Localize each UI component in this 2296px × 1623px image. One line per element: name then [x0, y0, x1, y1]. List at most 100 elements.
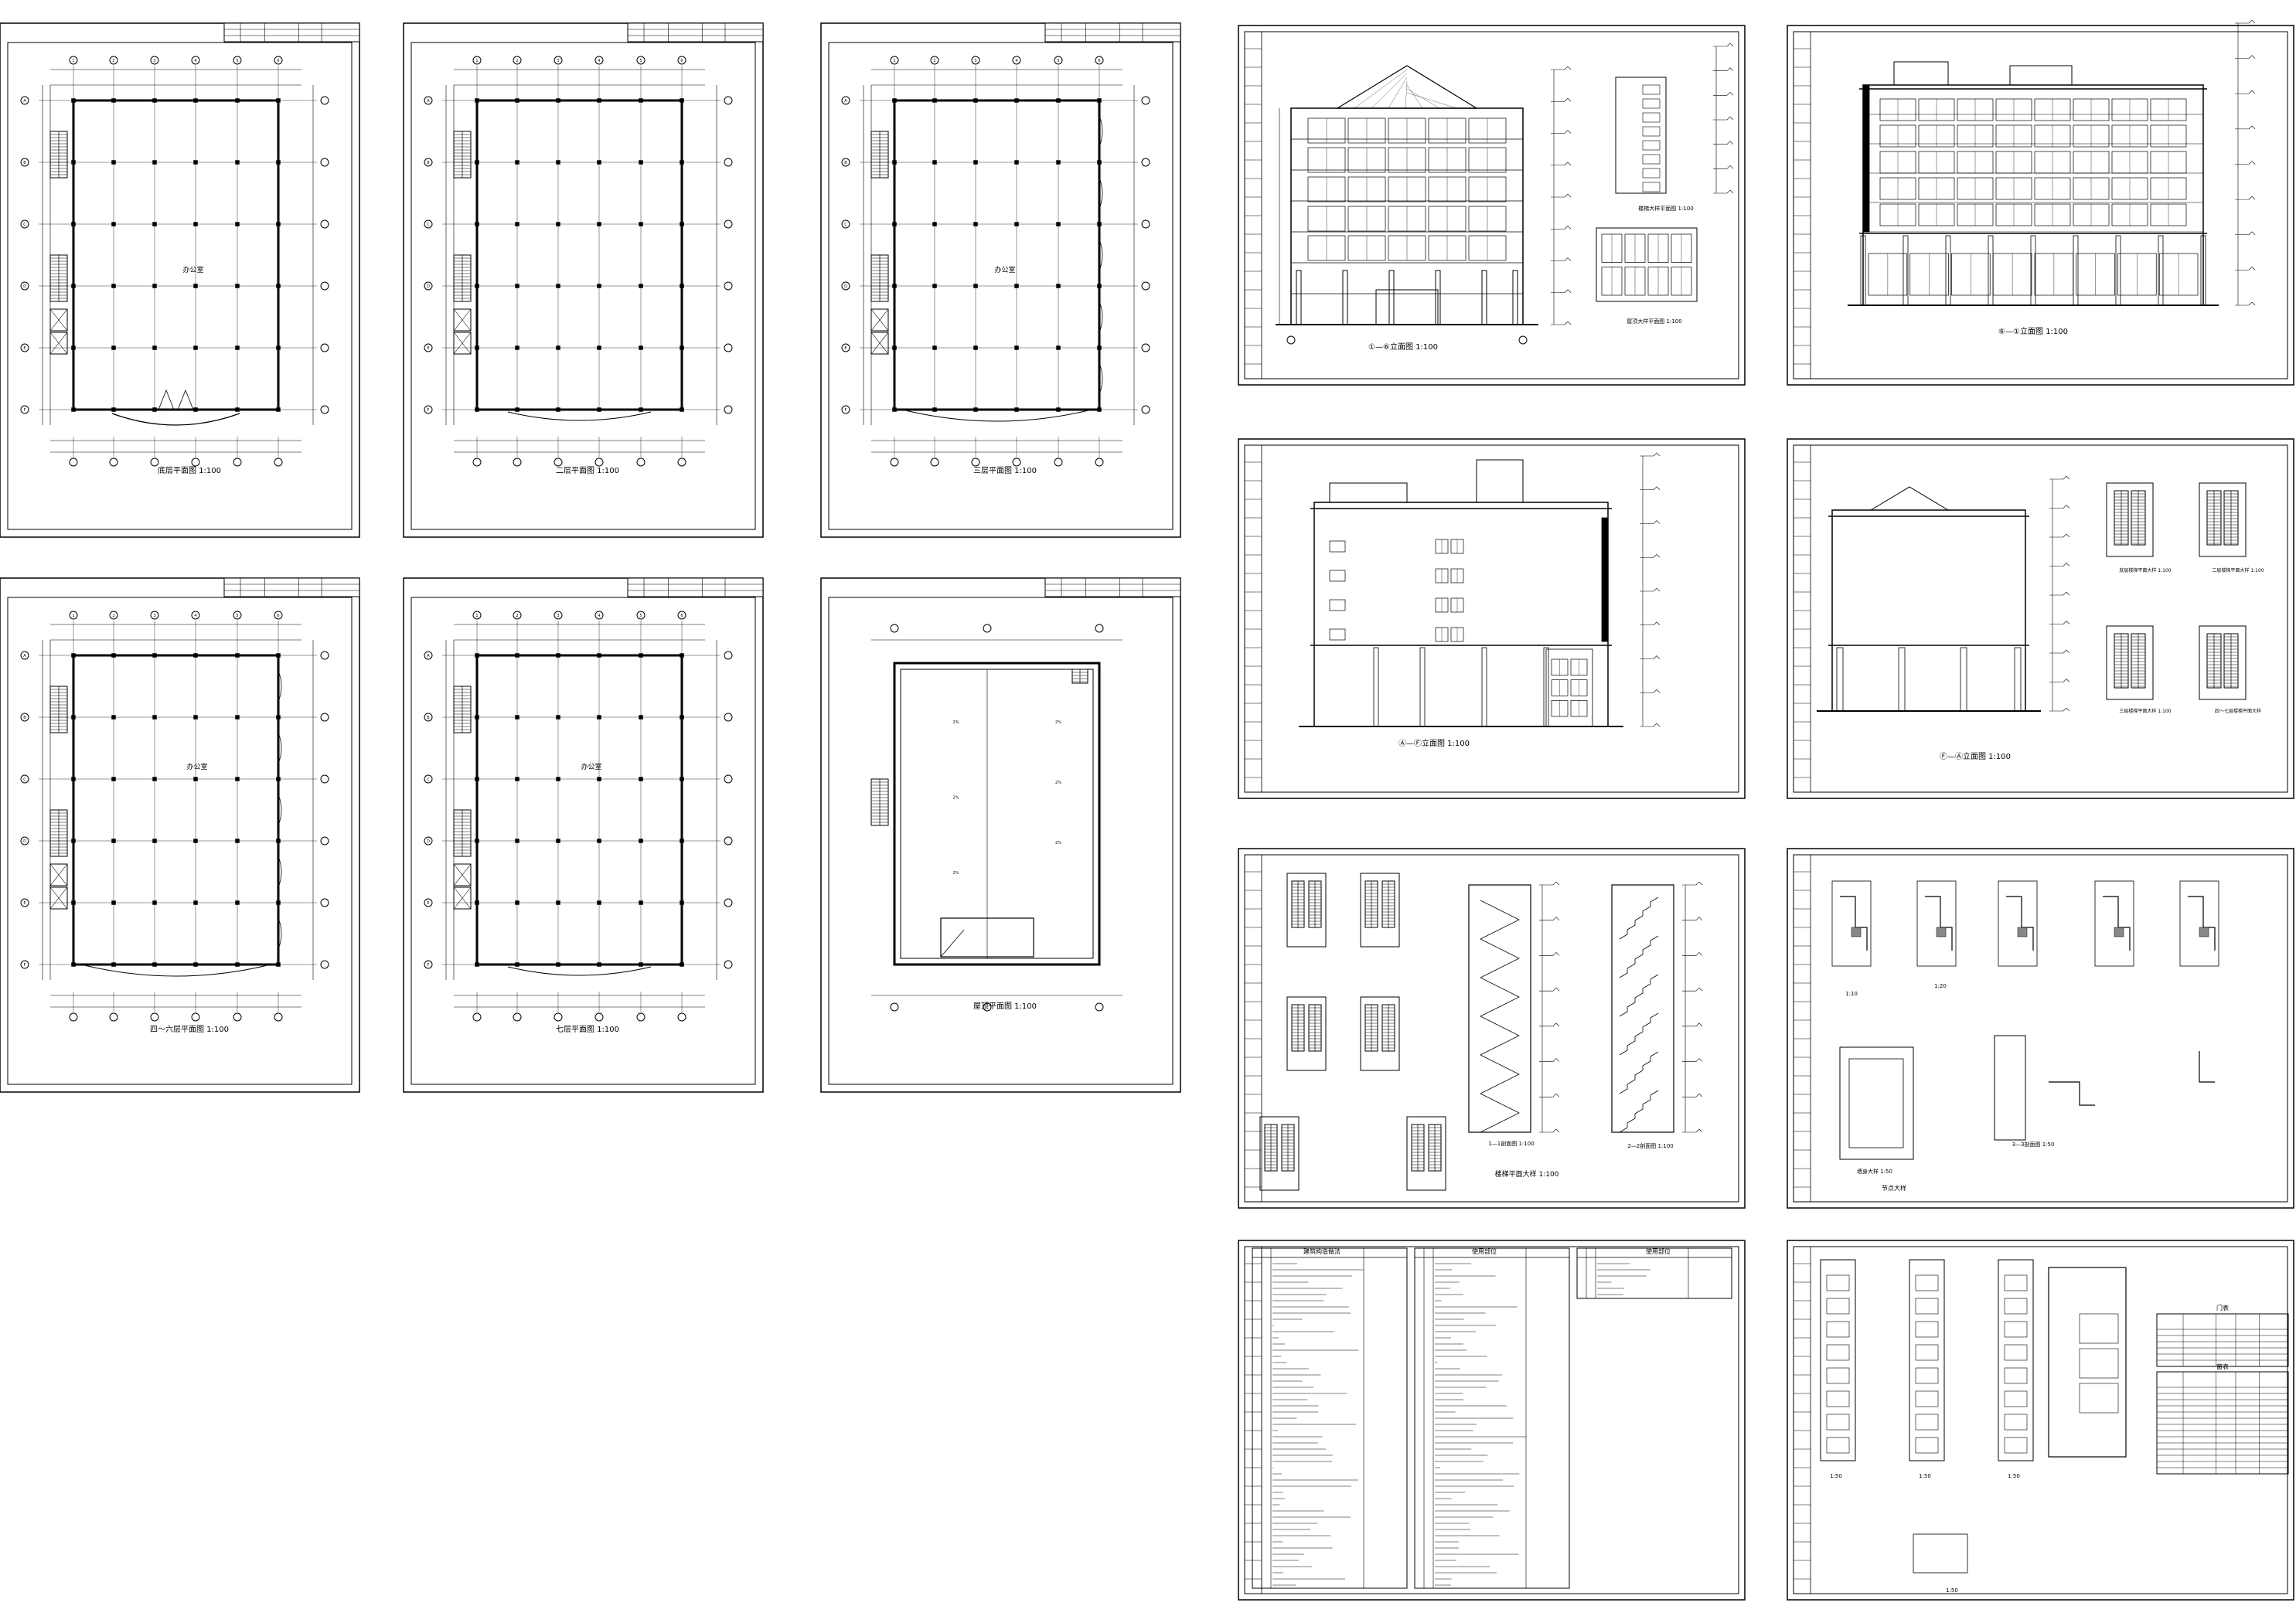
- column: [277, 99, 281, 103]
- column: [277, 284, 281, 288]
- label-notes-h1: 建筑构造做法: [1303, 1247, 1340, 1255]
- axis-number: 6: [1098, 59, 1100, 63]
- label-elev-side-b: Ⓐ—Ⓕ立面图 1:100: [1398, 738, 1470, 748]
- axis-bubble: [1142, 97, 1150, 104]
- axis-bubble: [321, 652, 329, 659]
- axis-bubble: [70, 1013, 77, 1021]
- axis-letter: A: [844, 99, 847, 104]
- column: [680, 99, 684, 103]
- axis-bubble: [233, 1013, 241, 1021]
- column: [153, 654, 157, 658]
- column: [153, 99, 157, 103]
- roof-plan: 2%2%2%2%2%2%: [821, 578, 1180, 1092]
- label-stairs: 楼梯平面大样 1:100: [1495, 1169, 1559, 1179]
- elevation-and-detail-sheets: [1238, 20, 2294, 1600]
- column: [236, 346, 240, 350]
- column: [194, 346, 198, 350]
- column: [475, 777, 479, 781]
- slope-note: 2%: [953, 871, 959, 876]
- axis-bubble: [274, 458, 282, 466]
- axis-number: 5: [639, 614, 642, 618]
- column: [680, 839, 684, 843]
- axis-bubble: [678, 458, 686, 466]
- axis-bubble: [724, 837, 732, 845]
- side-strip-dark: [1863, 85, 1869, 232]
- label-details-d4: 3—3剖面图 1:50: [2012, 1141, 2055, 1148]
- axis-number: 2: [933, 59, 935, 63]
- column: [236, 284, 240, 288]
- axis-bubble: [724, 961, 732, 968]
- column: [639, 161, 643, 165]
- axis-number: 2: [516, 614, 518, 618]
- axis-bubble: [724, 282, 732, 290]
- column: [893, 346, 897, 350]
- column: [639, 284, 643, 288]
- axis-bubble: [724, 220, 732, 228]
- column: [194, 654, 198, 658]
- axis-number: 6: [277, 614, 279, 618]
- label-elev-front: ①—⑥立面图 1:100: [1368, 342, 1438, 352]
- axis-bubble: [972, 458, 979, 466]
- column: [680, 901, 684, 905]
- axis-number: 4: [598, 614, 600, 618]
- axis-number: 1: [475, 614, 478, 618]
- column: [72, 654, 76, 658]
- label-stairs-s1: 1—1剖面图 1:100: [1488, 1140, 1534, 1147]
- label-schedule-d4: 1:50: [1946, 1587, 1958, 1594]
- column: [516, 839, 519, 843]
- column: [639, 839, 643, 843]
- axis-bubble: [321, 713, 329, 721]
- column: [557, 408, 560, 412]
- column: [516, 99, 519, 103]
- detail-hatch: [2018, 927, 2027, 937]
- axis-bubble: [595, 458, 603, 466]
- column: [933, 161, 937, 165]
- column: [516, 346, 519, 350]
- slope-note: 2%: [953, 796, 959, 801]
- axis-number: 3: [974, 59, 976, 63]
- sheet-construction-notes: [1238, 1240, 1745, 1600]
- sheet-construction-details: [1787, 849, 2294, 1208]
- column: [475, 161, 479, 165]
- column: [112, 408, 116, 412]
- axis-letter: B: [844, 161, 847, 165]
- sheet-rear-elevation: [1787, 439, 2294, 798]
- column: [277, 963, 281, 967]
- column: [598, 346, 601, 350]
- label-notes-h3: 使用部位: [1646, 1247, 1671, 1255]
- sheet-border: [1787, 1240, 2294, 1600]
- axis-bubble: [1287, 336, 1295, 344]
- axis-bubble: [321, 837, 329, 845]
- axis-number: 2: [112, 614, 114, 618]
- axis-letter: F: [428, 408, 430, 413]
- column: [516, 161, 519, 165]
- axis-bubble: [513, 1013, 521, 1021]
- column: [236, 654, 240, 658]
- label-details-d3: 墙身大样 1:50: [1857, 1168, 1892, 1175]
- floor-plan-p3: 123456ABCDEF: [821, 23, 1180, 537]
- room-3: 办公室: [994, 265, 1015, 274]
- column: [72, 963, 76, 967]
- axis-bubble: [321, 406, 329, 413]
- axis-letter: C: [427, 777, 430, 782]
- sheet-stair-details: [1238, 849, 1745, 1208]
- axis-bubble: [554, 1013, 562, 1021]
- axis-bubble: [724, 406, 732, 413]
- axis-letter: C: [23, 223, 26, 227]
- title-block: [1045, 578, 1180, 597]
- column: [72, 346, 76, 350]
- column: [277, 346, 281, 350]
- column: [557, 901, 560, 905]
- axis-bubble: [724, 899, 732, 907]
- label-plan-3: 三层平面图 1:100: [973, 466, 1037, 475]
- room-7: 办公室: [581, 762, 601, 771]
- column: [475, 654, 479, 658]
- label-elev-back-d3: 三层楼梯平面大样 1:100: [2119, 708, 2171, 714]
- axis-letter: F: [428, 963, 430, 968]
- column: [598, 963, 601, 967]
- column: [516, 777, 519, 781]
- column: [112, 654, 116, 658]
- column: [557, 839, 560, 843]
- axis-bubble: [1142, 406, 1150, 413]
- column: [1098, 284, 1102, 288]
